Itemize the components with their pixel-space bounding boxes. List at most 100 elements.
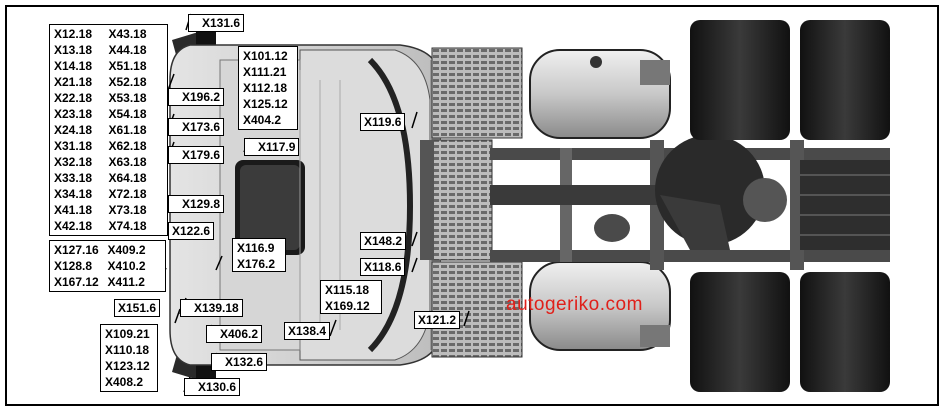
label-x132-6: X132.6: [211, 353, 268, 371]
connector-row: X110.18: [105, 342, 153, 358]
connector-code: X125.12: [243, 97, 288, 111]
label-x196-2: X196.2: [168, 88, 225, 106]
label-x179-6: X179.6: [168, 146, 225, 164]
label-x117-9: X117.9: [244, 138, 300, 156]
label-x173-6: X173.6: [168, 118, 225, 136]
connector-code: X44.18: [108, 43, 147, 57]
connector-row: X109.21: [105, 326, 153, 342]
connector-row: X125.12: [243, 96, 293, 112]
connector-code: X41.18: [54, 203, 93, 217]
connector-row: X12.18 X43.18: [54, 26, 163, 42]
connector-code: X64.18: [108, 171, 147, 185]
connector-code: X62.18: [108, 139, 147, 153]
connector-row: X42.18 X74.18: [54, 218, 163, 234]
connector-code: X115.18: [325, 283, 370, 297]
cooler-banks: [420, 47, 523, 358]
connector-code: X53.18: [108, 91, 147, 105]
connector-code: X72.18: [108, 187, 147, 201]
connector-row: X115.18: [325, 282, 377, 298]
connector-code: X23.18: [54, 107, 93, 121]
connector-code: X112.18: [243, 81, 288, 95]
connector-code: X109.21: [105, 327, 150, 341]
connector-row: X176.2: [237, 256, 281, 272]
connector-code: X63.18: [108, 155, 147, 169]
label-x148-2: X148.2: [360, 232, 407, 250]
connector-code: X123.12: [105, 359, 150, 373]
connector-code: X34.18: [54, 187, 93, 201]
connector-row: X408.2: [105, 374, 153, 390]
label-x119-6: X119.6: [360, 113, 406, 131]
connector-code: X43.18: [108, 27, 147, 41]
connector-code: X111.21: [243, 65, 287, 79]
connector-code: X410.2: [107, 259, 146, 273]
connector-code: X176.2: [237, 257, 276, 271]
label-x406-2: X406.2: [206, 325, 263, 343]
connector-row: X13.18 X44.18: [54, 42, 163, 58]
connector-code: X408.2: [105, 375, 144, 389]
connector-code: X54.18: [108, 107, 147, 121]
fifth-wheel: [655, 135, 890, 250]
connector-code: X110.18: [105, 343, 150, 357]
connector-code: X167.12: [54, 275, 99, 289]
connector-row: X31.18 X62.18: [54, 138, 163, 154]
label-x118-6: X118.6: [360, 258, 406, 276]
connector-row: X116.9: [237, 240, 281, 256]
connector-code: X14.18: [54, 59, 93, 73]
connector-code: X61.18: [108, 123, 147, 137]
connector-code: X169.12: [325, 299, 370, 313]
connector-row: X24.18 X61.18: [54, 122, 163, 138]
connector-code: X409.2: [107, 243, 146, 257]
label-x122-6: X122.6: [168, 222, 215, 240]
label-x129-8: X129.8: [168, 195, 225, 213]
connector-code: X73.18: [108, 203, 147, 217]
connector-row: X33.18 X64.18: [54, 170, 163, 186]
rear-tires: [690, 20, 890, 392]
connector-code: X33.18: [54, 171, 93, 185]
connector-code: X52.18: [108, 75, 147, 89]
connector-row: X101.12: [243, 48, 293, 64]
diagram-frame: [5, 5, 939, 406]
watermark-text: autogeriko.com: [506, 294, 643, 315]
connector-code: X13.18: [54, 43, 93, 57]
connector-code: X74.18: [108, 219, 147, 233]
connector-row: X169.12: [325, 298, 377, 314]
connector-row: X14.18 X51.18: [54, 58, 163, 74]
connector-row: X34.18 X72.18: [54, 186, 163, 202]
connector-code: X24.18: [54, 123, 93, 137]
connector-code: X31.18: [54, 139, 93, 153]
connector-code: X22.18: [54, 91, 93, 105]
connector-row: X111.21: [243, 64, 293, 80]
connector-code: X404.2: [243, 113, 282, 127]
connector-code: X32.18: [54, 155, 93, 169]
connector-code: X127.16: [54, 243, 99, 257]
connector-row: X123.12: [105, 358, 153, 374]
connector-row: X127.16 X409.2: [54, 242, 161, 258]
label-x121-2: X121.2: [414, 311, 461, 329]
label-x131-6: X131.6: [188, 14, 245, 32]
label-x151-6: X151.6: [114, 299, 161, 317]
connector-code: X51.18: [108, 59, 147, 73]
connector-code: X116.9: [237, 241, 275, 255]
connector-row: X128.8 X410.2: [54, 258, 161, 274]
connector-row: X32.18 X63.18: [54, 154, 163, 170]
connector-code: X128.8: [54, 259, 93, 273]
connector-row: X404.2: [243, 112, 293, 128]
connector-code: X42.18: [54, 219, 93, 233]
connector-row: X41.18 X73.18: [54, 202, 163, 218]
label-x130-6: X130.6: [184, 378, 241, 396]
label-x139-18: X139.18: [180, 299, 243, 317]
connector-row: X112.18: [243, 80, 293, 96]
connector-row: X23.18 X54.18: [54, 106, 163, 122]
connector-code: X12.18: [54, 27, 93, 41]
label-x138-4: X138.4: [284, 322, 331, 340]
connector-code: X101.12: [243, 49, 288, 63]
